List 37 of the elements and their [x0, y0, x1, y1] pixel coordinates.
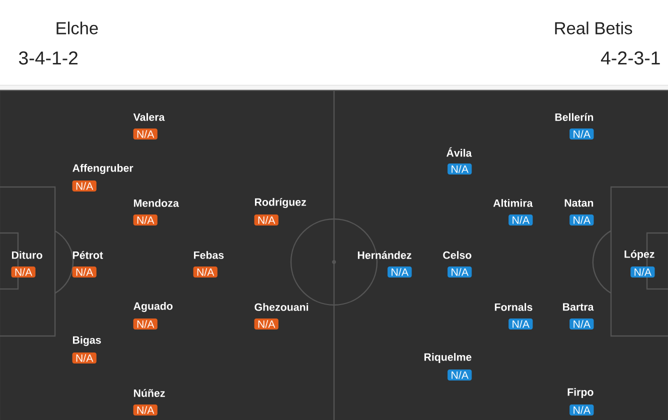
rating-badge: N/A — [630, 266, 655, 278]
player-name: Fornals — [494, 303, 532, 311]
formation: 4-2-3-1 — [600, 51, 660, 65]
player-name: Mendoza — [134, 199, 179, 207]
rating-badge: N/A — [448, 369, 472, 380]
rating-badge: N/A — [570, 128, 594, 140]
rating-badge: N/A — [448, 266, 472, 278]
player-name: Riquelme — [424, 353, 472, 363]
rating-badge: N/A — [508, 214, 533, 226]
player-name: Ghezouani — [254, 303, 308, 311]
player-name: Ávila — [446, 147, 472, 157]
player-name: Valera — [133, 113, 165, 121]
player-name: Pétrot — [72, 251, 103, 259]
formation: 3-4-1-2 — [18, 51, 78, 65]
rating-badge: N/A — [508, 318, 533, 330]
player-name: Celso — [443, 251, 472, 259]
player-name: López — [624, 250, 654, 260]
rating-badge: N/A — [448, 163, 472, 174]
player-name: Natan — [564, 199, 594, 207]
player-name: Dituro — [12, 251, 42, 259]
player-name: Bartra — [563, 303, 594, 311]
team-name: Elche — [56, 22, 98, 34]
rating-badge: N/A — [570, 214, 594, 226]
player-name: Hernández — [358, 251, 412, 259]
player-name: Rodríguez — [254, 198, 306, 208]
player-name: Aguado — [134, 302, 173, 312]
team-name: Real Betis — [555, 22, 632, 34]
player-name: Núñez — [134, 389, 165, 397]
player-name: Bellerín — [555, 113, 594, 121]
player-name: Affengruber — [72, 164, 134, 174]
rating-badge: N/A — [388, 266, 412, 278]
player-name: Bigas — [72, 336, 101, 346]
rating-badge: N/A — [570, 318, 594, 330]
rating-badge: N/A — [570, 404, 594, 416]
player-name: Firpo — [568, 388, 594, 398]
player-name: Febas — [194, 251, 224, 259]
player-name: Altimira — [493, 199, 533, 207]
